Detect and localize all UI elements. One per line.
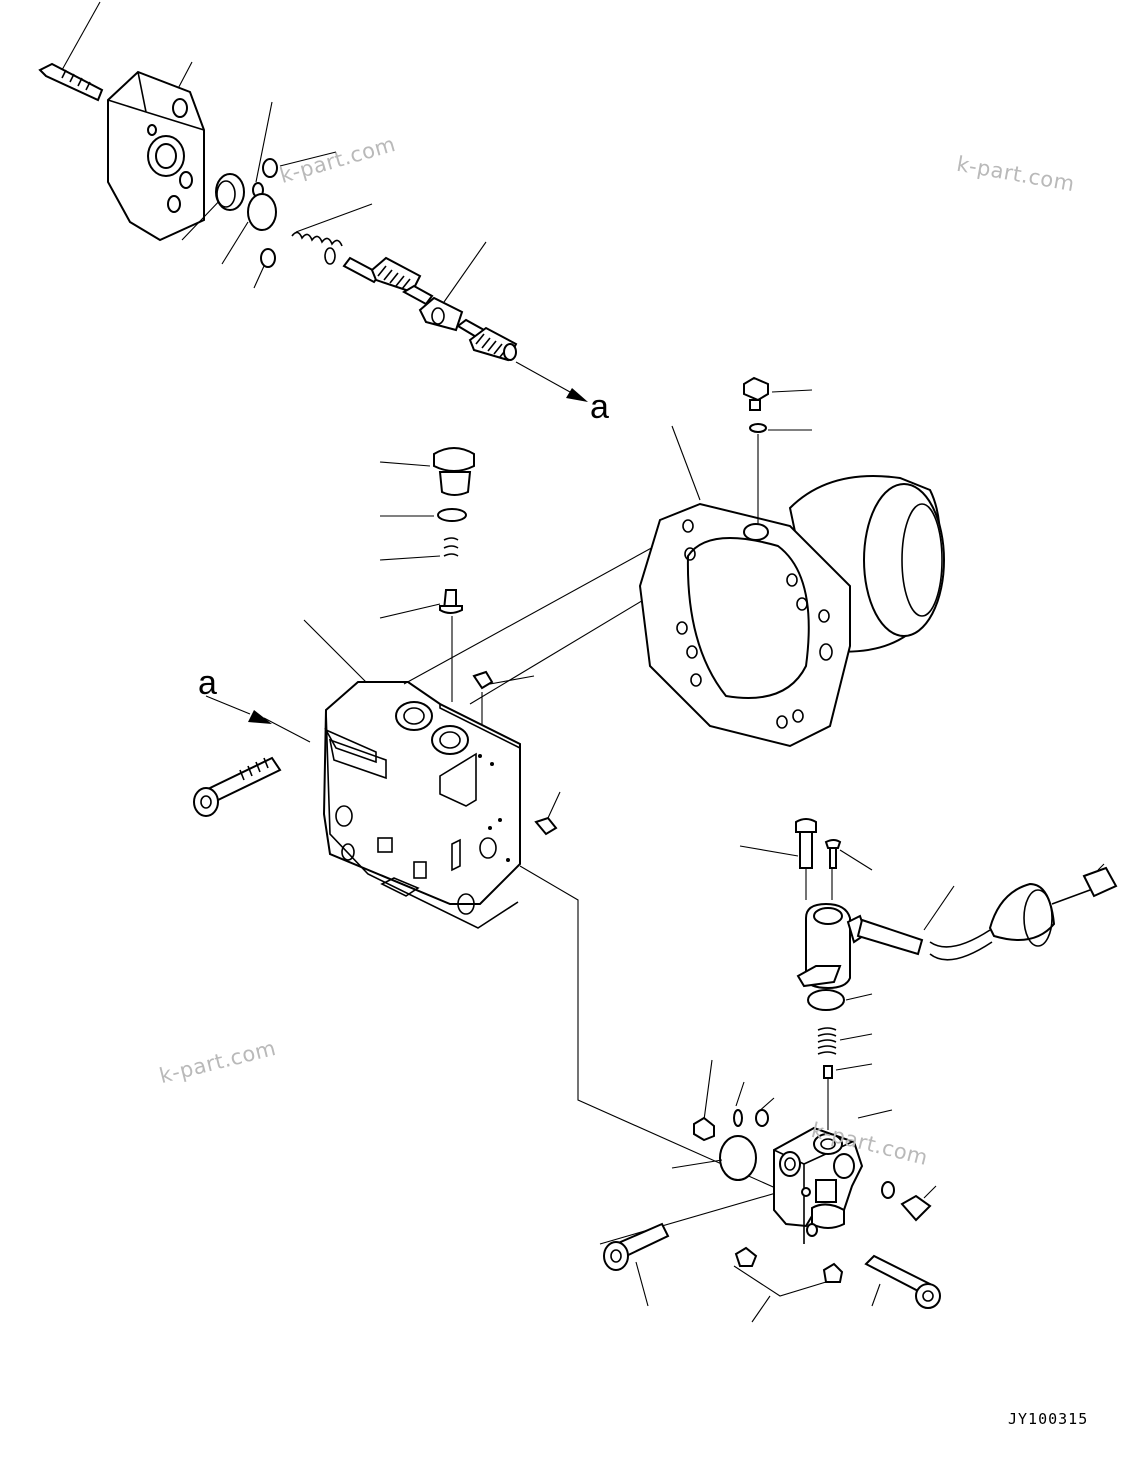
arrow-to-a-top (515, 361, 588, 402)
lower-seals (807, 989, 873, 1130)
arrow-a-left (205, 695, 272, 724)
seal-rings (181, 101, 337, 289)
pump-housing (638, 425, 945, 748)
lower-plug-and-bolts (603, 1222, 941, 1323)
callout-a-top: a (590, 388, 609, 426)
connection-lines (403, 539, 801, 1245)
valve-body (303, 619, 521, 929)
spring-small (291, 203, 373, 265)
housing-bolt (743, 376, 813, 433)
plug-stack (379, 447, 475, 702)
drawing-reference-code: JY100315 (1008, 1410, 1089, 1428)
solenoid-assembly (739, 818, 1118, 990)
bolt-left (193, 717, 311, 817)
lower-valve-block (671, 1059, 937, 1244)
bolt-top-left (38, 1, 104, 102)
end-plate (107, 61, 205, 242)
spool (342, 241, 518, 362)
callout-a-left: a (198, 664, 217, 702)
